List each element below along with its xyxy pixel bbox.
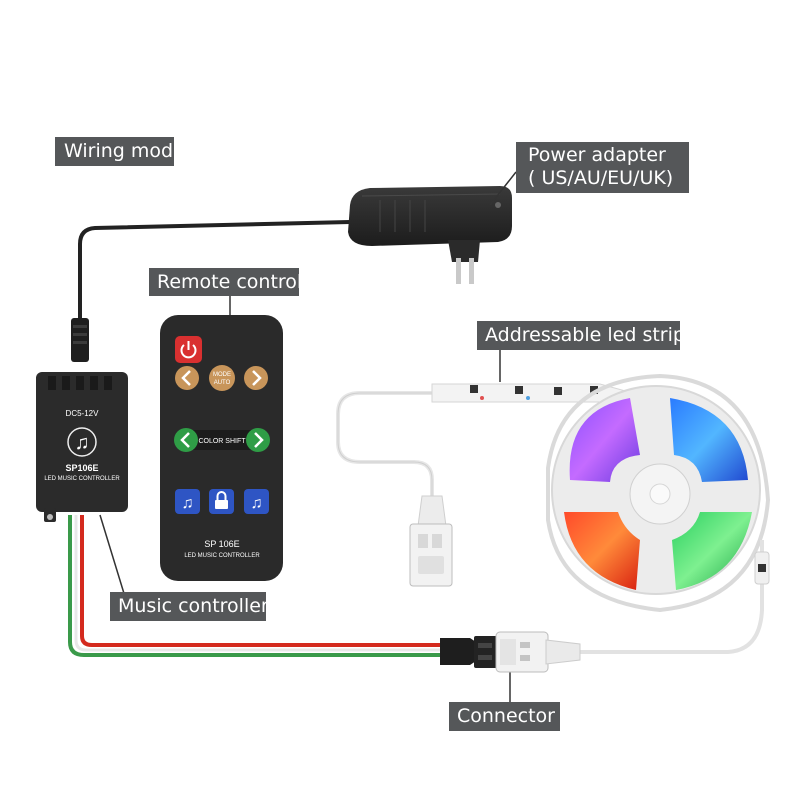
next-icon — [244, 366, 268, 390]
leader-music-controller — [99, 514, 127, 601]
power-icon — [175, 336, 202, 363]
addressable-led-strip-label: Addressable led strip — [477, 321, 685, 350]
mode-auto-button — [209, 365, 235, 391]
plug-prong — [456, 258, 461, 284]
music-right-icon: ♫ — [244, 489, 269, 514]
lock-icon — [209, 489, 234, 514]
remote-mode-label: MODE — [213, 372, 231, 378]
color-right-icon — [246, 428, 270, 452]
leader-power — [489, 171, 517, 206]
connector-pair — [440, 631, 581, 673]
wiring-mode-label: Wiring mode — [55, 137, 185, 166]
dc-plug — [71, 318, 89, 362]
open-connector — [409, 495, 453, 587]
power-cable — [78, 220, 351, 330]
power-adapter-label: Power adapter ( US/AU/EU/UK) — [516, 142, 689, 193]
controller-subtitle: LED MUSIC CONTROLLER — [44, 476, 120, 482]
music-note-icon: ♫ — [67, 427, 97, 457]
svg-text:♫: ♫ — [251, 495, 263, 512]
power-adapter-label-line2: ( US/AU/EU/UK) — [528, 167, 674, 189]
power-adapter-label-line1: Power adapter — [528, 144, 666, 166]
color-left-icon — [174, 428, 198, 452]
controller-voltage: DC5-12V — [66, 409, 100, 418]
remote-control-label: Remote control — [149, 268, 302, 296]
led-segment-red — [564, 512, 640, 590]
red-wire — [80, 515, 440, 647]
music-left-icon: ♫ — [175, 489, 200, 514]
previous-icon — [175, 366, 199, 390]
led-reel — [546, 373, 771, 613]
green-wire — [68, 515, 440, 657]
led-segment-blue — [670, 398, 748, 482]
svg-text:♫: ♫ — [182, 495, 194, 512]
led-segment-purple — [569, 398, 640, 482]
power-adapter — [348, 186, 512, 284]
strip-tail-wire — [580, 540, 764, 654]
white-wire — [74, 515, 440, 652]
connector-label: Connector — [449, 702, 560, 731]
remote-auto-label: AUTO — [214, 380, 231, 386]
strip-lead-wire — [336, 391, 434, 500]
remote-color-shift-label: COLOR SHIFT — [198, 438, 246, 445]
plug-prong — [469, 258, 474, 284]
controller-model: SP106E — [65, 463, 98, 473]
remote-model: SP 106E — [204, 539, 239, 549]
svg-text:♫: ♫ — [75, 432, 90, 454]
music-controller-label: Music controller — [110, 592, 269, 621]
remote-subtitle: LED MUSIC CONTROLLER — [184, 553, 260, 559]
music-controller-box: ♫ — [36, 372, 128, 522]
remote-control: ♫ ♫ — [160, 315, 283, 581]
led-segment-green — [672, 512, 752, 590]
